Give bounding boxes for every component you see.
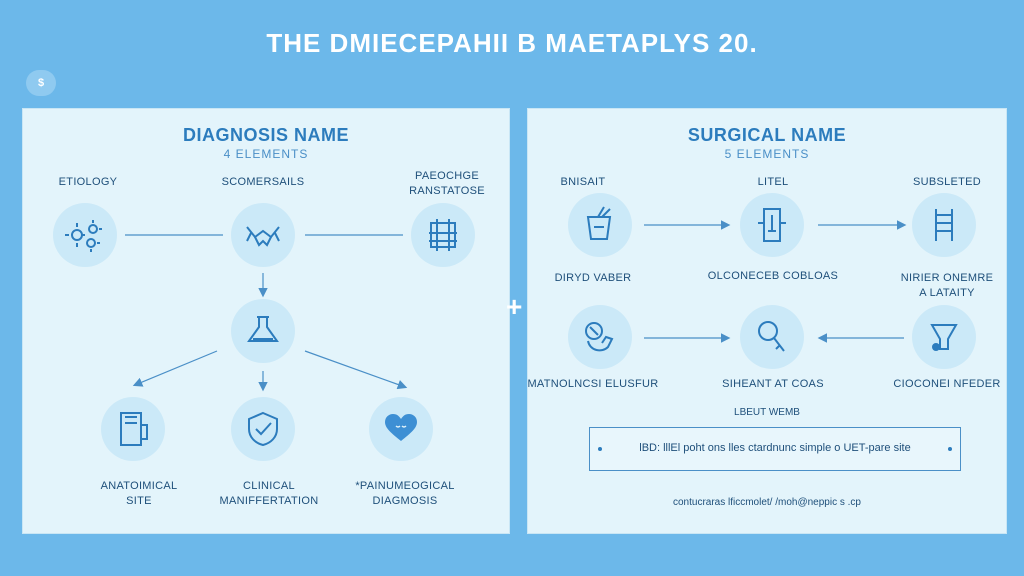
anatomical-site-label-line2: SITE bbox=[126, 495, 152, 507]
clinical-manifestation-label: CLINICAL MANIFFERTATION bbox=[199, 479, 339, 509]
funnel-icon bbox=[912, 305, 976, 369]
scomersails-label: SCOMERSAILS bbox=[221, 176, 305, 188]
surgical-bot2-label: SIHEANT AT COAS bbox=[722, 378, 824, 390]
magnifier-icon bbox=[740, 305, 804, 369]
pathology-label: PAEOCHGE RANSTATOSE bbox=[377, 169, 517, 199]
note-title: LBEUT WEMB bbox=[734, 407, 800, 418]
anatomical-site-label-line1: ANATOIMICAL bbox=[100, 480, 178, 492]
surgical-subtitle: 5 ELEMENTS bbox=[724, 147, 810, 161]
diagnosis-label-line1: *PAINUMEOGICAL bbox=[355, 480, 455, 492]
ladder-icon bbox=[912, 193, 976, 257]
virus-icon bbox=[53, 203, 117, 267]
surgical-bot3-label: CIOCONEI NFEDER bbox=[893, 378, 1001, 390]
pathology-label-line2: RANSTATOSE bbox=[409, 185, 485, 197]
clinical-manifestation-label-line1: CLINICAL bbox=[243, 480, 295, 492]
surgical-title: SURGICAL NAME bbox=[687, 125, 847, 145]
surgical-bot1-label: MATNOLNCSI ELUSFUR bbox=[527, 378, 659, 390]
pathology-label-line1: PAEOCHGE bbox=[415, 170, 479, 182]
cup-icon bbox=[568, 193, 632, 257]
contact-text: contucraras lficcmolet/ /moh@neppic s .c… bbox=[672, 497, 861, 508]
surgical-mid1-label: DIRYD VABER bbox=[554, 272, 632, 284]
surgical-top2-label: LITEL bbox=[757, 176, 789, 188]
etiology-label: ETIOLOGY bbox=[58, 176, 118, 188]
note-bullet-right bbox=[948, 447, 952, 451]
diagnosis-label-line2: DIAGMOSIS bbox=[372, 495, 438, 507]
diagnosis-label: *PAINUMEOGICAL DIAGMOSIS bbox=[335, 479, 475, 509]
plus-sign: + bbox=[506, 291, 523, 322]
lab-flask-icon bbox=[231, 299, 295, 363]
anatomical-site-label: ANATOIMICAL SITE bbox=[69, 479, 209, 509]
surgical-mid3-label-line2: A LATAITY bbox=[919, 287, 975, 299]
surgical-top3-label: SUBSLETED bbox=[912, 176, 982, 188]
bird-icon bbox=[231, 203, 295, 267]
heart-icon bbox=[369, 397, 433, 461]
tablet-icon bbox=[101, 397, 165, 461]
diagnosis-connectors bbox=[125, 234, 408, 392]
surgical-mid3-label-line1: NIRIER ONEMRE bbox=[900, 272, 994, 284]
surgical-connectors bbox=[644, 220, 907, 343]
page-title: THE DMIECEPAHII B MAETAPLYS 20. bbox=[266, 28, 758, 58]
surgical-mid3-label: NIRIER ONEMRE A LATAITY bbox=[877, 271, 1017, 301]
shield-check-icon bbox=[231, 397, 295, 461]
hand-icon bbox=[568, 305, 632, 369]
clinical-manifestation-label-line2: MANIFFERTATION bbox=[219, 495, 319, 507]
bacteria-grid-icon bbox=[411, 203, 475, 267]
note-bullet-left bbox=[598, 447, 602, 451]
diagnosis-title: DIAGNOSIS NAME bbox=[182, 125, 349, 145]
diagnosis-subtitle: 4 ELEMENTS bbox=[223, 147, 309, 161]
device-icon bbox=[740, 193, 804, 257]
corner-badge: $ bbox=[26, 70, 56, 96]
diagnosis-panel: DIAGNOSIS NAME 4 ELEMENTS ETIOLOGY SCOME… bbox=[22, 108, 510, 534]
note-text: lBD: lllEl poht ons lles ctardnunc simpl… bbox=[639, 442, 911, 454]
surgical-top1-label: BNISAIT bbox=[560, 176, 606, 188]
surgical-panel: SURGICAL NAME 5 ELEMENTS BNISAIT LITEL S… bbox=[527, 108, 1007, 534]
note-box: lBD: lllEl poht ons lles ctardnunc simpl… bbox=[589, 427, 961, 471]
surgical-mid2-label: OLCONECEB COBLOAS bbox=[707, 270, 839, 282]
